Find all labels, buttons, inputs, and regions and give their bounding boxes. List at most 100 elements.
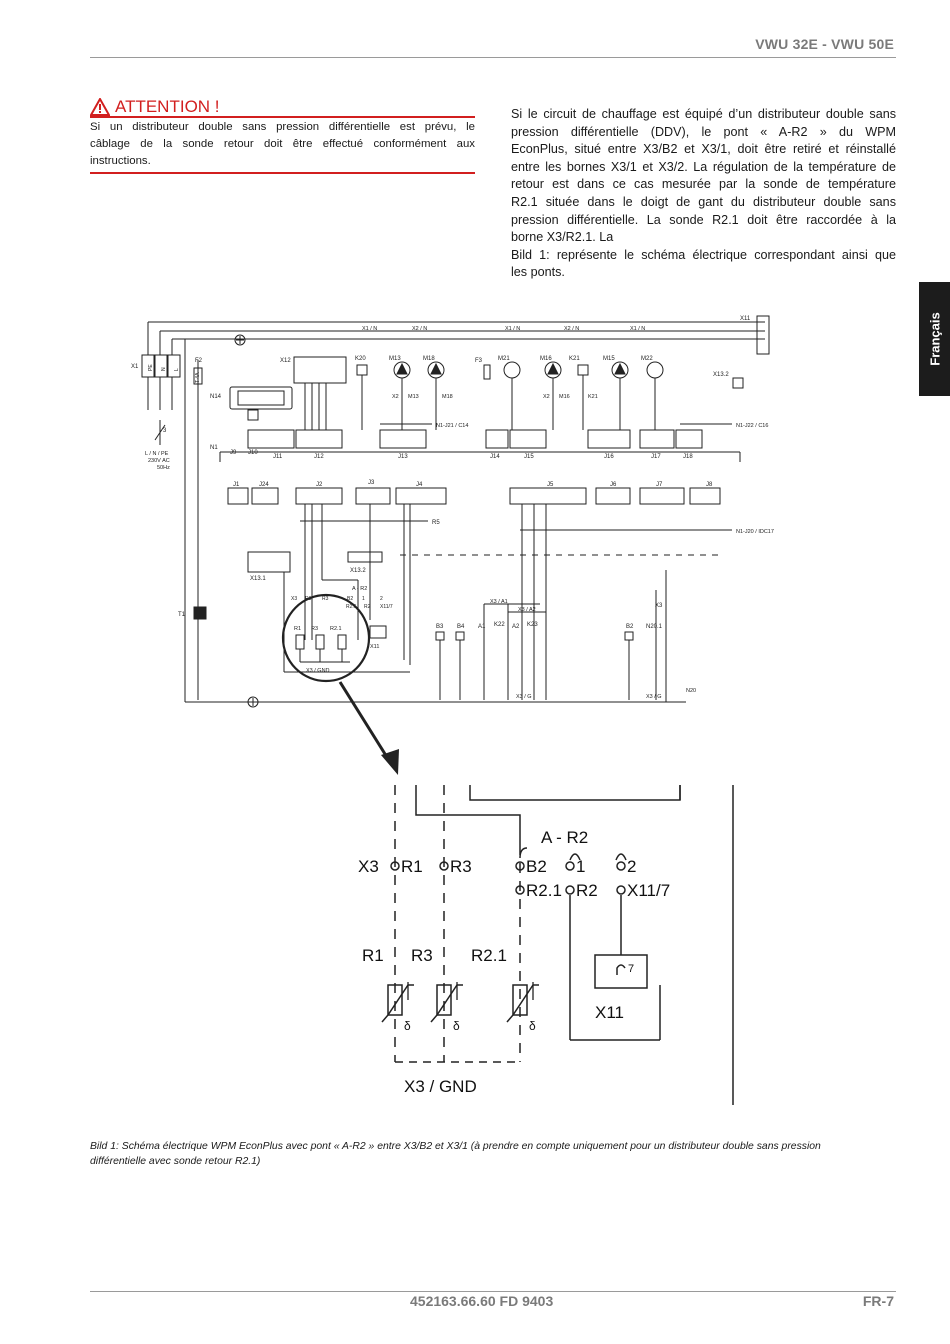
document-code: 452163.66.60 FD 9403 <box>410 1293 554 1309</box>
caption-line: Bild 1: Schéma électrique WPM EconPlus a… <box>90 1141 821 1152</box>
label-j7: J7 <box>656 482 663 488</box>
label-x11-top: X11 <box>740 316 751 322</box>
label-n20-1: N20.1 <box>646 624 663 630</box>
label-1-small: 1 <box>362 596 365 602</box>
wiring-schematic: X1 PE N L F2 T 4A 3 L / N / PE 230V AC 5… <box>131 315 774 1105</box>
zoom-label-x3gnd: X3 / GND <box>404 1077 477 1096</box>
label-x13-2-top: X13.2 <box>713 372 729 378</box>
zoom-label-ar2: A - R2 <box>541 828 588 847</box>
zoom-label-x3: X3 <box>358 857 379 876</box>
label-r21-sensor-small: R2.1 <box>330 626 342 632</box>
attention-text: Si un distributeur double sans pression … <box>90 119 475 170</box>
body-paragraph: Si le circuit de chauffage est équipé d’… <box>511 106 896 282</box>
label-j12: J12 <box>314 454 324 460</box>
label-3: 3 <box>163 428 167 434</box>
label-j24: J24 <box>259 482 269 488</box>
label-j13: J13 <box>398 454 408 460</box>
attention-title: ATTENTION ! <box>115 97 220 116</box>
document-header-title: VWU 32E - VWU 50E <box>755 36 894 52</box>
label-j9: J9 <box>230 450 237 456</box>
label-x3a1: X3 / A1 <box>490 599 508 605</box>
label-a2: A2 <box>512 624 520 630</box>
label-x3g-b: X3 / G <box>646 694 662 700</box>
body-line: les ponts. <box>511 265 565 280</box>
label-m15: M15 <box>603 356 615 362</box>
label-a1: A1 <box>478 624 486 630</box>
label-m13-b: M13 <box>408 394 419 400</box>
label-k21: K21 <box>569 356 580 362</box>
label-x3gnd-small: X3 / GND <box>306 668 330 674</box>
zoom-label-r1-terminal: R1 <box>401 857 423 876</box>
label-lnpe: L / N / PE <box>145 451 169 457</box>
attention-line: instructions. <box>90 155 151 167</box>
label-x2-m13: X2 <box>392 394 399 400</box>
zoom-label-r21-terminal: R2.1 <box>526 881 562 900</box>
label-k22: K22 <box>494 622 505 628</box>
label-j2: J2 <box>316 482 323 488</box>
label-j5: J5 <box>547 482 554 488</box>
label-b2-small: B2 <box>347 596 353 602</box>
label-j10: J10 <box>248 450 258 456</box>
label-r21-small: R2.1 <box>346 604 357 610</box>
label-b2-relay: B2 <box>626 624 634 630</box>
label-ar2-small: A - R2 <box>352 586 367 592</box>
label-l: L <box>174 368 180 371</box>
zoom-label-x117: X11/7 <box>627 881 670 900</box>
body-line: retour est dans ce cas mesurée par la so… <box>511 177 896 192</box>
attention-line: câblage de la sonde retour doit être eff… <box>90 138 475 150</box>
label-n1-j22: N1-J22 / C16 <box>736 423 768 429</box>
label-230v: 230V AC <box>148 458 170 464</box>
label-b3: B3 <box>436 624 444 630</box>
label-x3a2: X3 / A2 <box>518 607 536 613</box>
zoom-label-delta-r3: δ <box>453 1019 460 1033</box>
label-x3-small: X3 <box>291 596 297 602</box>
label-x12: X12 <box>280 358 291 364</box>
label-r5: R5 <box>432 520 440 526</box>
caption-line: différentielle avec sonde retour R2.1) <box>90 1156 261 1167</box>
zoom-label-r2: R2 <box>576 881 598 900</box>
label-m18-b: M18 <box>442 394 453 400</box>
label-n1-j20: N1-J20 / IDC17 <box>736 529 774 535</box>
body-line: EconPlus, situé entre X3/B2 et X3/1, doi… <box>511 142 896 157</box>
label-x2n-b: X2 / N <box>564 326 579 332</box>
label-x2n-a: X2 / N <box>412 326 427 332</box>
label-b4: B4 <box>457 624 465 630</box>
warning-triangle-icon <box>90 98 110 116</box>
footer-rule <box>90 1291 896 1292</box>
body-line: pression différentielle (DDV), le pont «… <box>511 124 896 139</box>
label-r3-small: R3 <box>322 596 329 602</box>
label-t1: T1 <box>178 612 186 618</box>
attention-line: Si un distributeur double sans pression … <box>90 121 475 133</box>
body-line: entre les bornes X3/1 et X3/2. La régula… <box>511 159 896 174</box>
label-j15: J15 <box>524 454 534 460</box>
zoom-label-r3-terminal: R3 <box>450 857 472 876</box>
label-j11: J11 <box>273 454 283 460</box>
zoom-label-x11: X11 <box>595 1003 624 1022</box>
label-m16-b: M16 <box>559 394 570 400</box>
label-j17: J17 <box>651 454 661 460</box>
label-x117-small: X11/7 <box>380 604 393 610</box>
label-f2: F2 <box>195 358 203 364</box>
label-j1: J1 <box>233 482 240 488</box>
zoom-label-b2: B2 <box>526 857 547 876</box>
label-j8: J8 <box>706 482 713 488</box>
label-x1n-c: X1 / N <box>630 326 645 332</box>
zoom-label-r1-sensor: R1 <box>362 946 384 965</box>
label-j6: J6 <box>610 482 617 488</box>
zoom-label-7: 7 <box>628 963 634 975</box>
body-line: R2.1 située dans le doigt de gant du dis… <box>511 194 896 209</box>
label-j18: J18 <box>683 454 693 460</box>
label-n: N <box>161 367 167 371</box>
label-k21-b: K21 <box>588 394 598 400</box>
label-k23: K23 <box>527 622 538 628</box>
label-n1-j21: N1-J21 / C14 <box>436 423 468 429</box>
page-number: FR-7 <box>862 1293 894 1309</box>
label-50hz: 50Hz <box>157 465 170 471</box>
label-x13-1: X13.1 <box>250 576 266 582</box>
label-j14: J14 <box>490 454 500 460</box>
body-line: pression différentielle. La sonde R2.1 d… <box>511 212 896 227</box>
label-f3: F3 <box>475 358 483 364</box>
label-m16: M16 <box>540 356 552 362</box>
zoom-label-delta-r1: δ <box>404 1019 411 1033</box>
label-t4a: T 4A <box>195 372 201 383</box>
